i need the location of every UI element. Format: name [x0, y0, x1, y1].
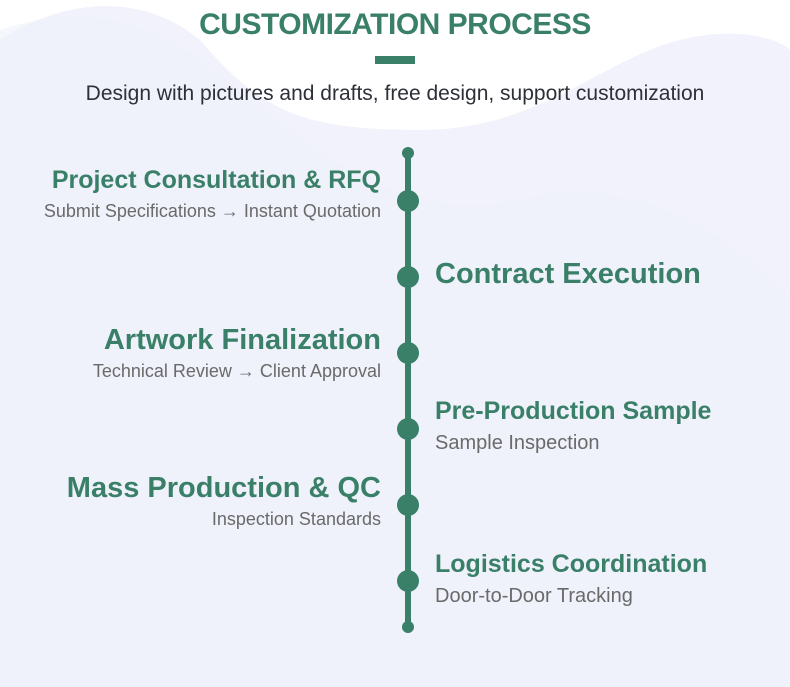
step-title: Project Consultation & RFQ	[51, 166, 381, 194]
step-mass-production: Mass Production & QC Inspection Standard…	[67, 472, 381, 530]
step-title: Logistics Coordination	[435, 550, 708, 578]
timeline-node	[397, 190, 419, 212]
timeline-node	[397, 570, 419, 592]
timeline-line	[405, 153, 411, 627]
step-project-consultation: Project Consultation & RFQ Submit Specif…	[44, 166, 381, 222]
timeline-start-cap	[402, 147, 414, 159]
step-pre-production-sample: Pre-Production Sample Sample Inspection	[435, 397, 711, 455]
step-description: Technical Review → Client Approval	[92, 361, 381, 381]
step-title: Artwork Finalization	[103, 324, 381, 356]
timeline-node	[397, 418, 419, 440]
step-artwork-finalization: Artwork Finalization Technical Review → …	[93, 324, 381, 382]
step-logistics-coordination: Logistics Coordination Door-to-Door Trac…	[435, 550, 707, 608]
timeline-node	[397, 342, 419, 364]
page-subtitle: Design with pictures and drafts, free de…	[85, 82, 705, 105]
step-contract-execution: Contract Execution	[435, 258, 701, 291]
step-description: Inspection Standards	[211, 509, 381, 529]
timeline-end-cap	[402, 621, 414, 633]
step-title: Contract Execution	[435, 258, 701, 290]
title-underline	[375, 56, 415, 64]
step-description: Sample Inspection	[435, 432, 600, 454]
timeline-node	[397, 266, 419, 288]
page-title: CUSTOMIZATION PROCESS	[199, 8, 591, 41]
step-description: Submit Specifications → Instant Quotatio…	[43, 201, 381, 221]
step-title: Mass Production & QC	[66, 472, 381, 504]
timeline-node	[397, 494, 419, 516]
step-description: Door-to-Door Tracking	[435, 585, 633, 607]
step-title: Pre-Production Sample	[435, 397, 712, 425]
